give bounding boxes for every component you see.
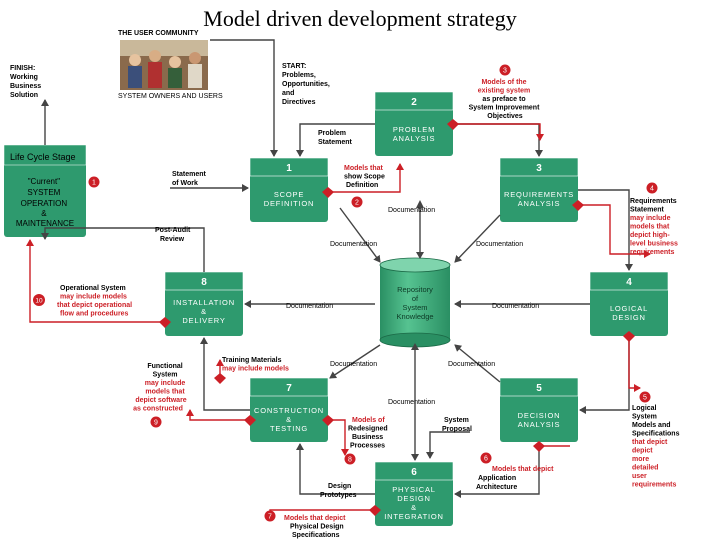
training-materials-text: Training Materials may include models	[222, 357, 289, 373]
callout-9-text: Functional System may include models tha…	[133, 363, 189, 413]
svg-text:2: 2	[411, 97, 417, 108]
callout-6-text: Models that depict	[492, 466, 554, 473]
svg-text:4: 4	[650, 186, 654, 193]
svg-text:1: 1	[286, 163, 292, 174]
svg-text:10: 10	[35, 298, 43, 305]
svg-text:Documentation: Documentation	[388, 207, 435, 214]
svg-text:3: 3	[503, 68, 507, 75]
callout-4-text: Requirements Statement may include model…	[630, 198, 680, 256]
diamonds	[159, 119, 635, 516]
svg-text:7: 7	[286, 383, 292, 394]
svg-text:8: 8	[348, 457, 352, 464]
connector-arrowheads-up	[411, 200, 424, 350]
owners-label: SYSTEM OWNERS AND USERS	[118, 93, 223, 100]
svg-text:5: 5	[536, 383, 542, 394]
callout-8-text: Models of Redesigned Business Processes	[348, 417, 390, 450]
svg-text:Documentation: Documentation	[448, 361, 495, 368]
lifecycle-box: Life Cycle Stage "Current" SYSTEM OPERAT…	[3, 144, 87, 237]
svg-text:6: 6	[411, 467, 417, 478]
svg-text:5: 5	[643, 395, 647, 402]
svg-text:6: 6	[484, 456, 488, 463]
svg-text:2: 2	[355, 200, 359, 207]
callout-10-text: Operational System may include models th…	[57, 285, 134, 318]
lifecycle-stage-label: Life Cycle Stage	[10, 152, 76, 162]
documentation-labels: Documentation Documentation Documentatio…	[286, 207, 539, 406]
user-community-photo	[120, 40, 208, 90]
community-label: THE USER COMMUNITY	[118, 30, 199, 37]
svg-text:CONSTRUCTION&TESTING: CONSTRUCTION&TESTING	[254, 406, 324, 433]
svg-text:3: 3	[536, 163, 542, 174]
lifecycle-body: "Current" SYSTEM OPERATION & MAINTENANCE	[16, 177, 74, 228]
phase-box-construction-testing: 7 CONSTRUCTION&TESTING	[249, 377, 329, 442]
svg-text:4: 4	[626, 277, 632, 288]
svg-text:8: 8	[201, 277, 207, 288]
callout-3-text: Models of the existing system as preface…	[469, 79, 542, 120]
svg-text:9: 9	[154, 420, 158, 427]
svg-text:INSTALLATION&DELIVERY: INSTALLATION&DELIVERY	[173, 298, 235, 325]
svg-text:Documentation: Documentation	[286, 303, 333, 310]
svg-text:1: 1	[92, 180, 96, 187]
svg-text:Documentation: Documentation	[330, 361, 377, 368]
svg-text:Documentation: Documentation	[492, 303, 539, 310]
callout-scope-text: Models that show Scope Definition	[344, 165, 387, 189]
svg-text:Documentation: Documentation	[388, 399, 435, 406]
page-title: Model driven development strategy	[203, 6, 517, 31]
callout-7-text: Models that depict Physical Design Speci…	[284, 515, 347, 539]
svg-text:Documentation: Documentation	[330, 241, 377, 248]
callout-5-text: Logical System Models and Specifications…	[632, 405, 681, 489]
phase-box-installation-delivery: 8 INSTALLATION&DELIVERY	[164, 271, 244, 336]
model-connectors	[26, 123, 651, 521]
svg-text:Documentation: Documentation	[476, 241, 523, 248]
flow-connectors	[41, 39, 633, 498]
callout-badges: 3 1 2 4 5 6 7 8 9 10	[33, 64, 658, 522]
svg-text:7: 7	[268, 514, 272, 521]
